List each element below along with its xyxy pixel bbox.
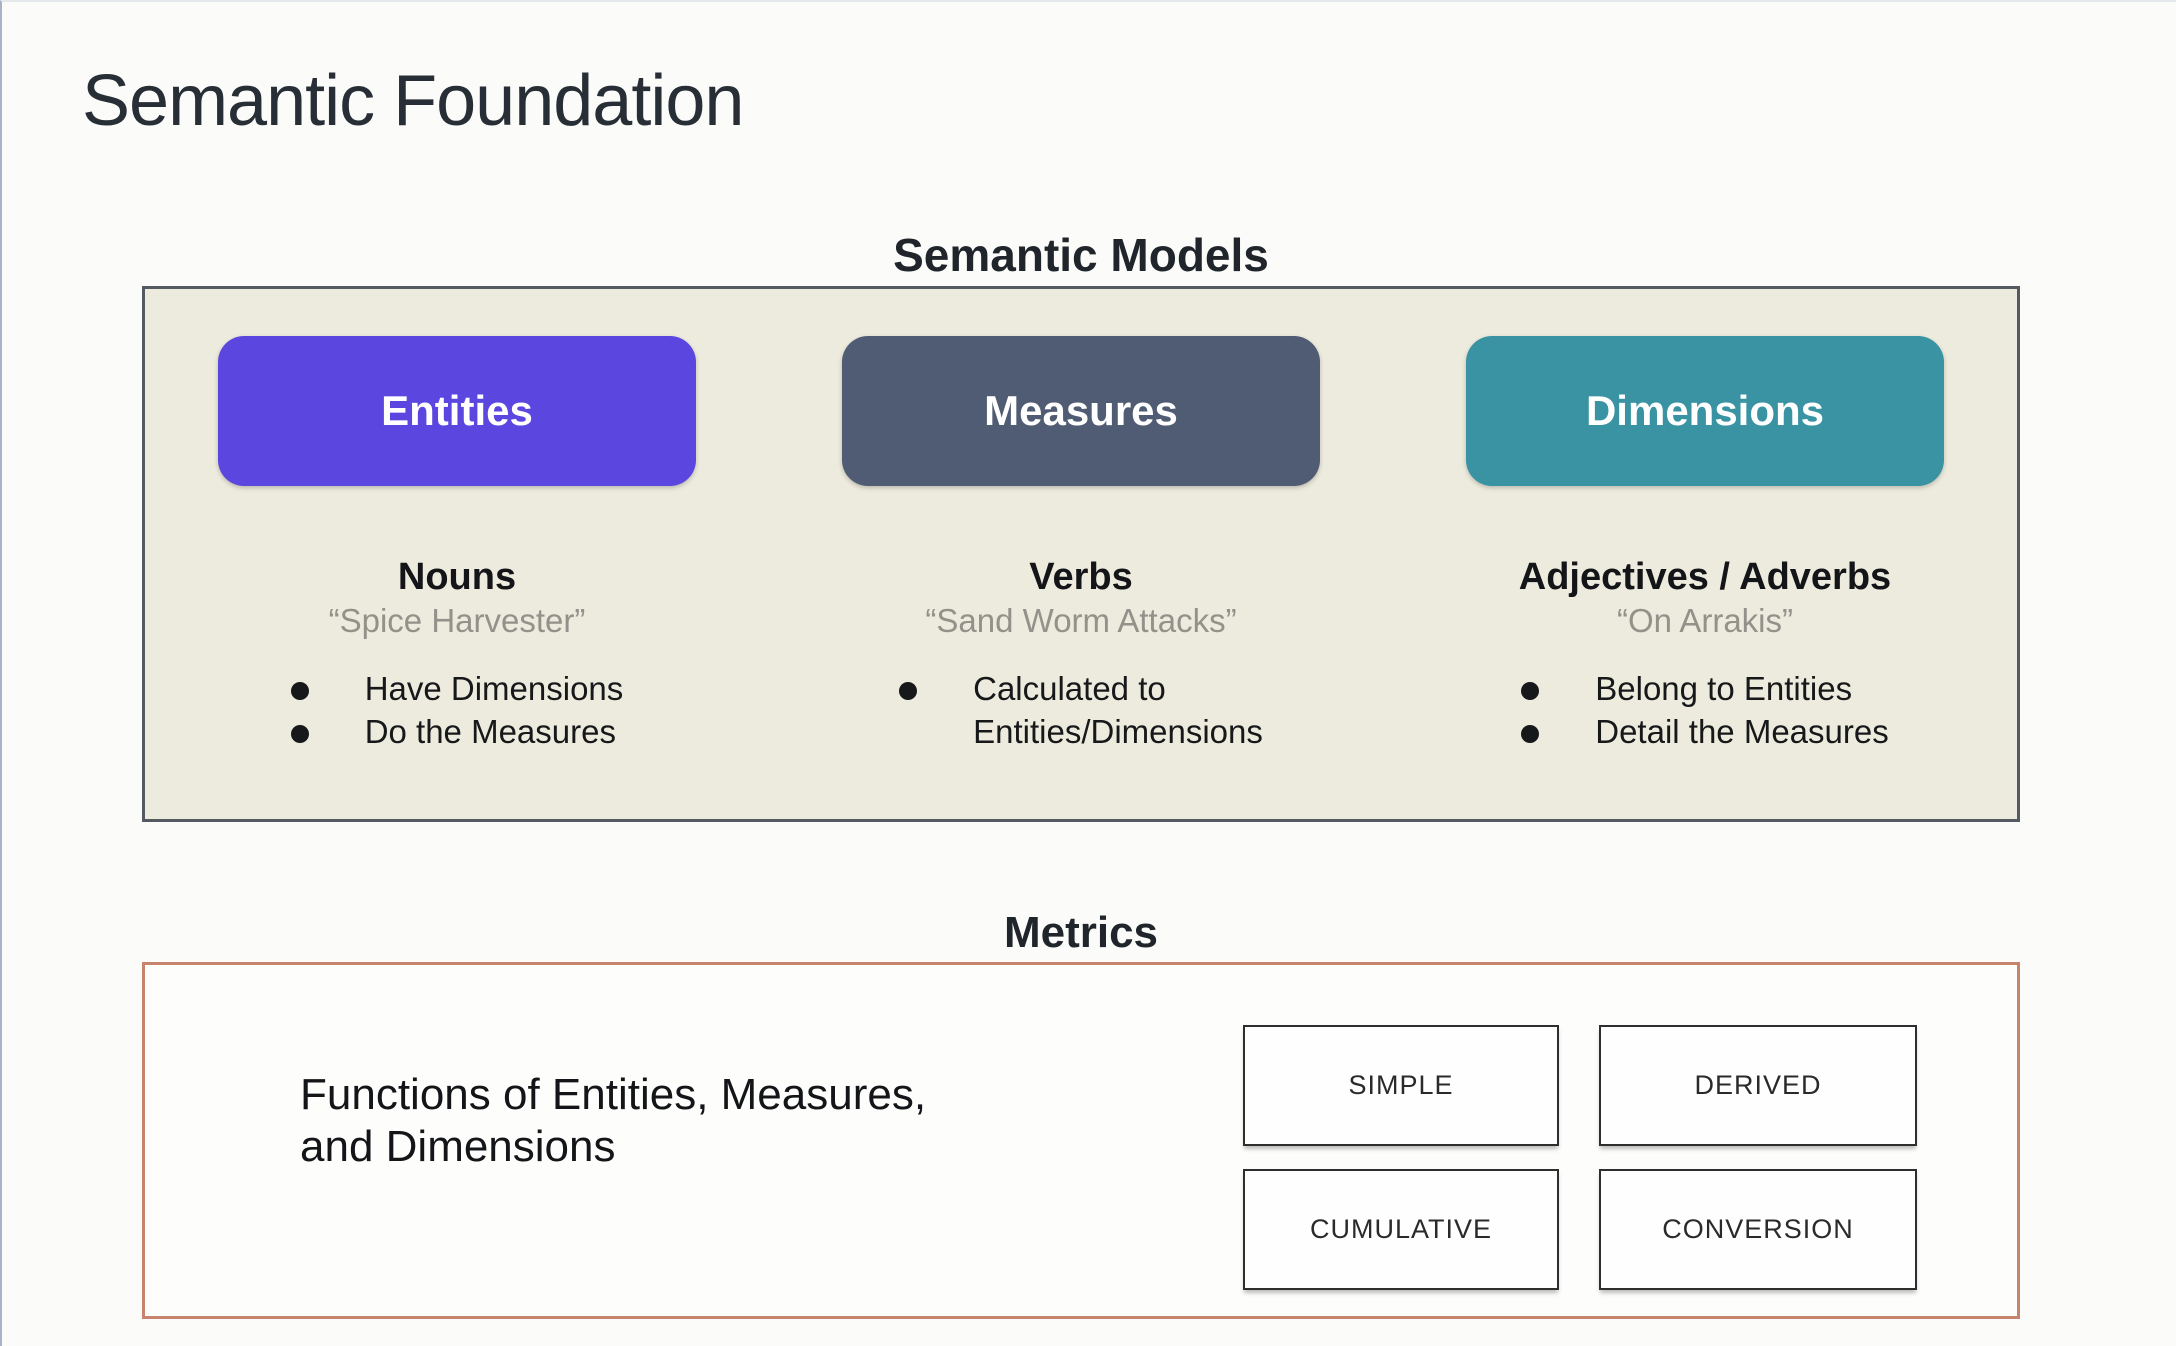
bullet-icon	[1521, 724, 1540, 743]
entities-bullet-list: Have Dimensions Do the Measures	[290, 668, 624, 754]
bullet-icon	[290, 681, 309, 700]
metric-type-cumulative: CUMULATIVE	[1243, 1169, 1559, 1290]
entities-part-of-speech-label: Nouns	[397, 556, 517, 598]
metric-type-derived: DERIVED	[1599, 1025, 1917, 1146]
measures-example-quote: “Sand Worm Attacks”	[925, 601, 1237, 639]
measures-bullet-list: Calculated to Entities/Dimensions	[899, 668, 1263, 754]
measures-column: Measures Verbs “Sand Worm Attacks” Calcu…	[769, 289, 1393, 819]
dimensions-bullet-list: Belong to Entities Detail the Measures	[1521, 668, 1889, 754]
page-title: Semantic Foundation	[82, 61, 744, 141]
metrics-panel: Functions of Entities, Measures, and Dim…	[142, 962, 2020, 1319]
bullet-text: Detail the Measures	[1595, 712, 1889, 750]
metrics-description: Functions of Entities, Measures, and Dim…	[300, 1070, 927, 1171]
bullet-icon	[1521, 681, 1540, 700]
entities-pill: Entities	[218, 336, 696, 486]
bullet-icon	[899, 681, 918, 700]
bullet-text: Calculated to Entities/Dimensions	[973, 669, 1263, 750]
list-item: Detail the Measures	[1521, 711, 1889, 754]
semantic-models-heading: Semantic Models	[893, 229, 1269, 281]
metric-type-simple: SIMPLE	[1243, 1025, 1559, 1146]
entities-example-quote: “Spice Harvester”	[328, 601, 586, 639]
list-item: Do the Measures	[290, 711, 616, 754]
metric-types-grid: SIMPLE DERIVED CUMULATIVE CONVERSION	[1243, 1025, 1917, 1290]
metric-type-conversion: CONVERSION	[1599, 1169, 1917, 1290]
bullet-text: Belong to Entities	[1595, 669, 1853, 707]
measures-pill: Measures	[842, 336, 1320, 486]
list-item: Calculated to Entities/Dimensions	[899, 668, 1263, 754]
bullet-text: Do the Measures	[364, 712, 616, 750]
list-item: Belong to Entities	[1521, 668, 1852, 711]
measures-part-of-speech-label: Verbs	[1029, 556, 1133, 598]
entities-column: Entities Nouns “Spice Harvester” Have Di…	[145, 289, 769, 819]
dimensions-pill: Dimensions	[1466, 336, 1944, 486]
bullet-text: Have Dimensions	[364, 669, 624, 707]
bullet-icon	[290, 724, 309, 743]
dimensions-column: Dimensions Adjectives / Adverbs “On Arra…	[1393, 289, 2017, 819]
dimensions-example-quote: “On Arrakis”	[1616, 601, 1794, 639]
metrics-heading: Metrics	[1003, 908, 1159, 957]
semantic-models-panel: Entities Nouns “Spice Harvester” Have Di…	[142, 286, 2020, 822]
list-item: Have Dimensions	[290, 668, 624, 711]
dimensions-part-of-speech-label: Adjectives / Adverbs	[1518, 556, 1892, 598]
